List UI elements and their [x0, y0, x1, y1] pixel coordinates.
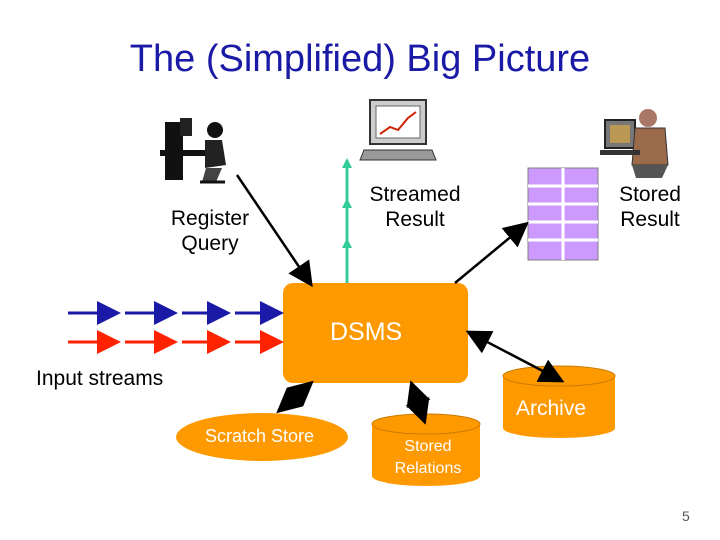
monitor-chart-icon [359, 99, 437, 161]
stored-relations-label: Stored Relations [394, 438, 462, 477]
user-at-computer-icon [600, 109, 669, 178]
archive-arrow [465, 330, 565, 383]
input-streams-label: Input streams [36, 367, 164, 390]
slide-title: The (Simplified) Big Picture [129, 38, 591, 80]
user-at-desk-icon [160, 118, 226, 184]
archive-label: Archive [516, 397, 587, 420]
scratch-store-db [176, 413, 348, 461]
streamed-result-arrow [342, 158, 352, 283]
stored-result-label: Stored Result [619, 183, 681, 231]
register-query-label: Register Query [170, 207, 250, 255]
scratch-store-arrow [276, 380, 314, 414]
stored-result-arrow [454, 221, 529, 284]
dsms-label: DSMS [330, 318, 403, 346]
scratch-store-label: Scratch Store [205, 426, 315, 446]
dsms-box [283, 283, 468, 383]
input-streams [68, 301, 284, 354]
page-number: 5 [682, 508, 690, 524]
streamed-result-label: Streamed Result [369, 183, 461, 231]
stored-relations-arrow [405, 380, 431, 425]
stored-result-table [527, 167, 599, 261]
register-query-arrow [235, 174, 313, 288]
